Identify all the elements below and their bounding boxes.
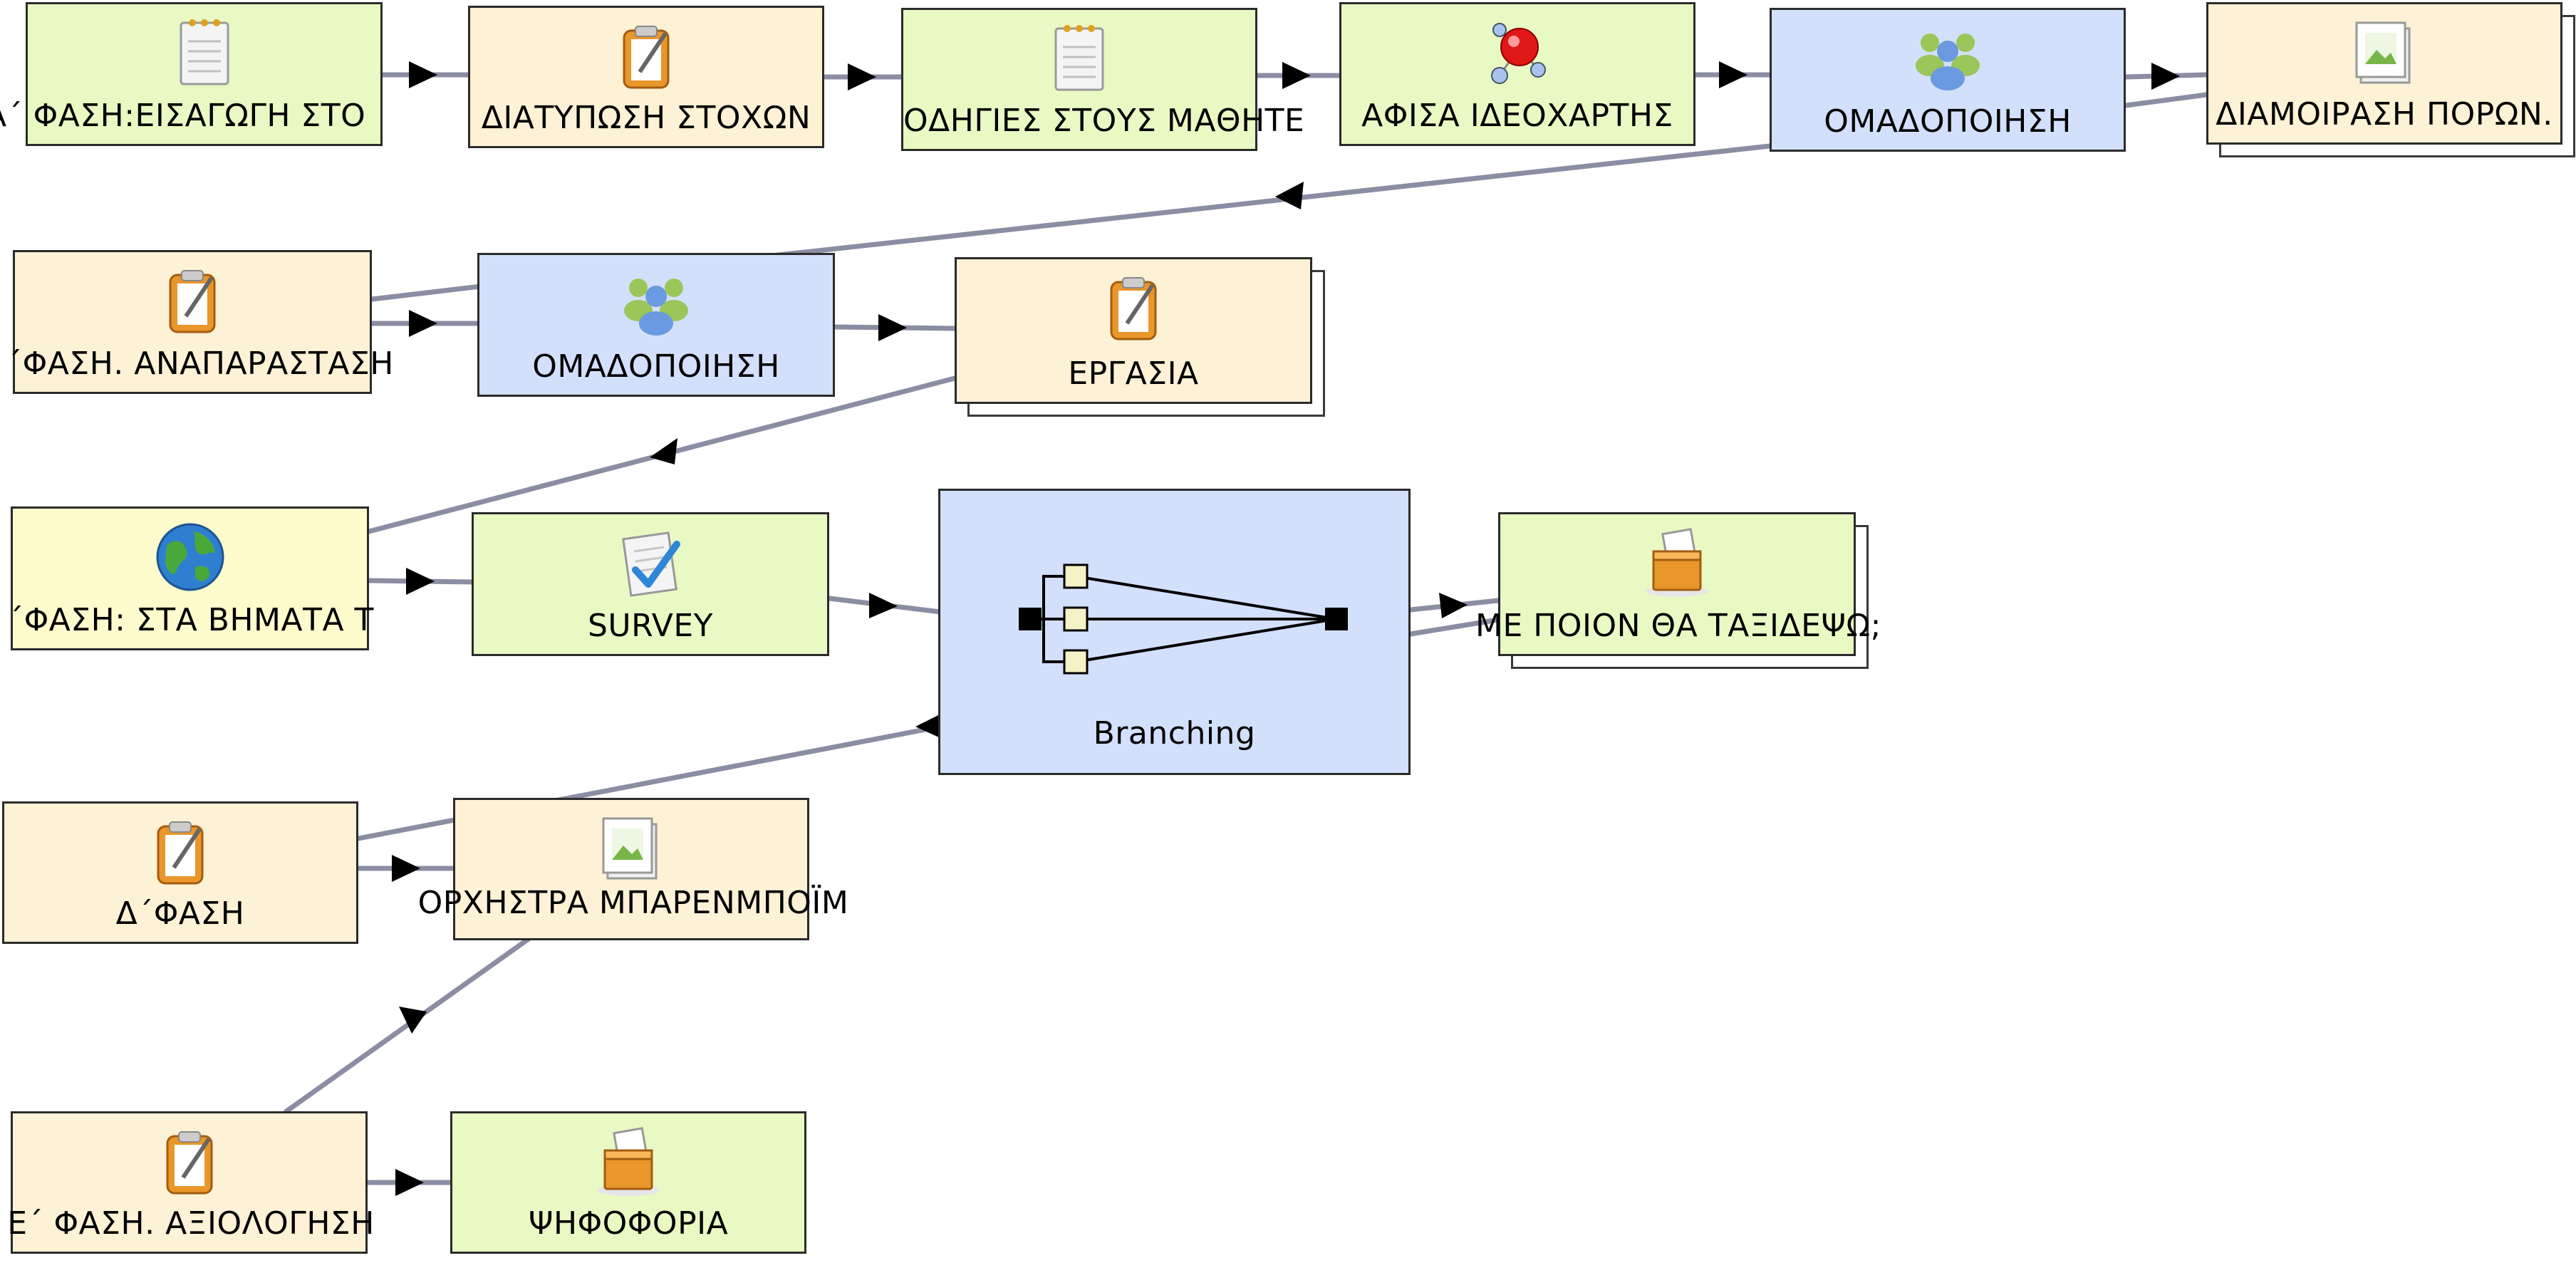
gate-node-phase-d[interactable]: Δ΄ΦΑΣΗ bbox=[2, 801, 358, 944]
clipboard-pencil-icon bbox=[623, 26, 670, 89]
node-label: Ε΄ ΦΑΣΗ. ΑΞΙΟΛΟΓΗΣΗ bbox=[7, 1205, 375, 1242]
grouping-node-1[interactable]: ΟΜΑΔΟΠΟΙΗΣΗ bbox=[1770, 8, 2126, 152]
arrowhead bbox=[395, 1169, 424, 1196]
arrowhead bbox=[1439, 593, 1468, 618]
globe-icon bbox=[156, 523, 224, 591]
gate-node-representation-phase[interactable]: ΄ΦΑΣΗ. ΑΝΑΠΑΡΑΣΤΑΣΗ bbox=[6, 250, 393, 394]
arrowhead bbox=[2151, 63, 2180, 90]
molecule-icon bbox=[1491, 23, 1546, 84]
activity-node-student-instructions[interactable]: ΟΔΗΓΙΕΣ ΣΤΟΥΣ ΜΑΘΗΤΕ bbox=[901, 8, 1305, 151]
arrowhead bbox=[409, 310, 437, 337]
activity-node-survey[interactable]: SURVEY bbox=[472, 512, 829, 656]
gate-node-objectives[interactable]: ΔΙΑΤΥΠΩΣΗ ΣΤΟΧΩΝ bbox=[468, 6, 824, 148]
node-label: ΑΦΙΣΑ ΙΔΕΟΧΑΡΤΗΣ bbox=[1361, 98, 1673, 134]
notepad-icon bbox=[1054, 25, 1104, 91]
node-label: ΟΔΗΓΙΕΣ ΣΤΟΥΣ ΜΑΘΗΤΕ bbox=[903, 103, 1305, 139]
gate-node-resource-sharing[interactable]: ΔΙΑΜΟΙΡΑΣΗ ΠΟΡΩΝ. bbox=[2206, 2, 2562, 145]
arrowhead bbox=[399, 1007, 427, 1034]
arrowhead bbox=[409, 61, 437, 88]
arrowhead bbox=[869, 593, 898, 618]
ballot-box-icon bbox=[597, 1127, 660, 1196]
node-label: ΄ΦΑΣΗ: ΣΤΑ ΒΗΜΑΤΑ Τ bbox=[8, 602, 374, 638]
arrowhead bbox=[878, 314, 907, 341]
node-label: ΟΡΧΗΣΤΡΑ ΜΠΑΡΕΝΜΠΟΪΜ bbox=[417, 885, 849, 921]
node-label: ΜΕ ΠΟΙΟΝ ΘΑ ΤΑΞΙΔΕΨΩ; bbox=[1475, 608, 1881, 644]
gate-node-assignment[interactable]: ΕΡΓΑΣΙΑ bbox=[955, 257, 1312, 404]
node-label: Branching bbox=[1093, 715, 1256, 752]
clipboard-pencil-icon bbox=[169, 270, 216, 333]
node-label: SURVEY bbox=[587, 608, 714, 644]
activity-node-idea-map[interactable]: ΑΦΙΣΑ ΙΔΕΟΧΑΡΤΗΣ bbox=[1339, 2, 1695, 146]
activity-node-voting[interactable]: ΨΗΦΟΦΟΡΙΑ bbox=[450, 1111, 806, 1254]
gate-node-evaluation-phase[interactable]: Ε΄ ΦΑΣΗ. ΑΞΙΟΛΟΓΗΣΗ bbox=[7, 1111, 374, 1254]
node-label: ΟΜΑΔΟΠΟΙΗΣΗ bbox=[1824, 103, 2072, 140]
activity-node-intro-phase[interactable]: Α΄ ΦΑΣΗ:ΕΙΣΑΓΩΓΗ ΣΤΟ bbox=[0, 2, 383, 146]
image-file-icon bbox=[2355, 21, 2411, 84]
node-label: ΟΜΑΔΟΠΟΙΗΣΗ bbox=[532, 348, 780, 385]
node-label: Δ΄ΦΑΣΗ bbox=[115, 895, 245, 932]
branching-icon bbox=[1019, 563, 1348, 675]
image-file-icon bbox=[602, 817, 658, 880]
node-label: ΨΗΦΟΦΟΡΙΑ bbox=[528, 1205, 729, 1242]
connector-n15-n16 bbox=[284, 936, 531, 1114]
arrowhead bbox=[1275, 182, 1304, 209]
checkmark-document-icon bbox=[622, 531, 680, 597]
clipboard-pencil-icon bbox=[1110, 277, 1157, 341]
branching-node[interactable]: Branching bbox=[938, 489, 1411, 775]
clipboard-pencil-icon bbox=[157, 821, 204, 885]
external-node-steps-phase[interactable]: ΄ΦΑΣΗ: ΣΤΑ ΒΗΜΑΤΑ Τ bbox=[8, 506, 373, 650]
group-people-icon bbox=[1916, 33, 1980, 90]
activity-node-travel-vote[interactable]: ΜΕ ΠΟΙΟΝ ΘΑ ΤΑΞΙΔΕΨΩ; bbox=[1475, 512, 1881, 656]
node-label: ΄ΦΑΣΗ. ΑΝΑΠΑΡΑΣΤΑΣΗ bbox=[6, 345, 394, 382]
arrowhead bbox=[392, 855, 420, 882]
clipboard-pencil-icon bbox=[166, 1131, 212, 1195]
node-label: Α΄ ΦΑΣΗ:ΕΙΣΑΓΩΓΗ ΣΤΟ bbox=[0, 98, 366, 134]
arrowhead bbox=[650, 438, 677, 464]
arrowhead bbox=[915, 712, 944, 738]
arrowhead bbox=[1719, 61, 1747, 88]
notepad-icon bbox=[180, 19, 229, 85]
arrowhead bbox=[406, 568, 435, 595]
node-label: ΔΙΑΜΟΙΡΑΣΗ ΠΟΡΩΝ. bbox=[2216, 96, 2553, 132]
grouping-node-2[interactable]: ΟΜΑΔΟΠΟΙΗΣΗ bbox=[477, 253, 835, 397]
arrowhead bbox=[1282, 62, 1311, 89]
arrowhead bbox=[848, 63, 876, 90]
gate-node-orchestra[interactable]: ΟΡΧΗΣΤΡΑ ΜΠΑΡΕΝΜΠΟΪΜ bbox=[418, 798, 848, 940]
node-label: ΕΡΓΑΣΙΑ bbox=[1068, 355, 1199, 392]
ballot-box-icon bbox=[1646, 528, 1708, 597]
group-people-icon bbox=[624, 279, 688, 336]
node-label: ΔΙΑΤΥΠΩΣΗ ΣΤΟΧΩΝ bbox=[481, 100, 811, 136]
